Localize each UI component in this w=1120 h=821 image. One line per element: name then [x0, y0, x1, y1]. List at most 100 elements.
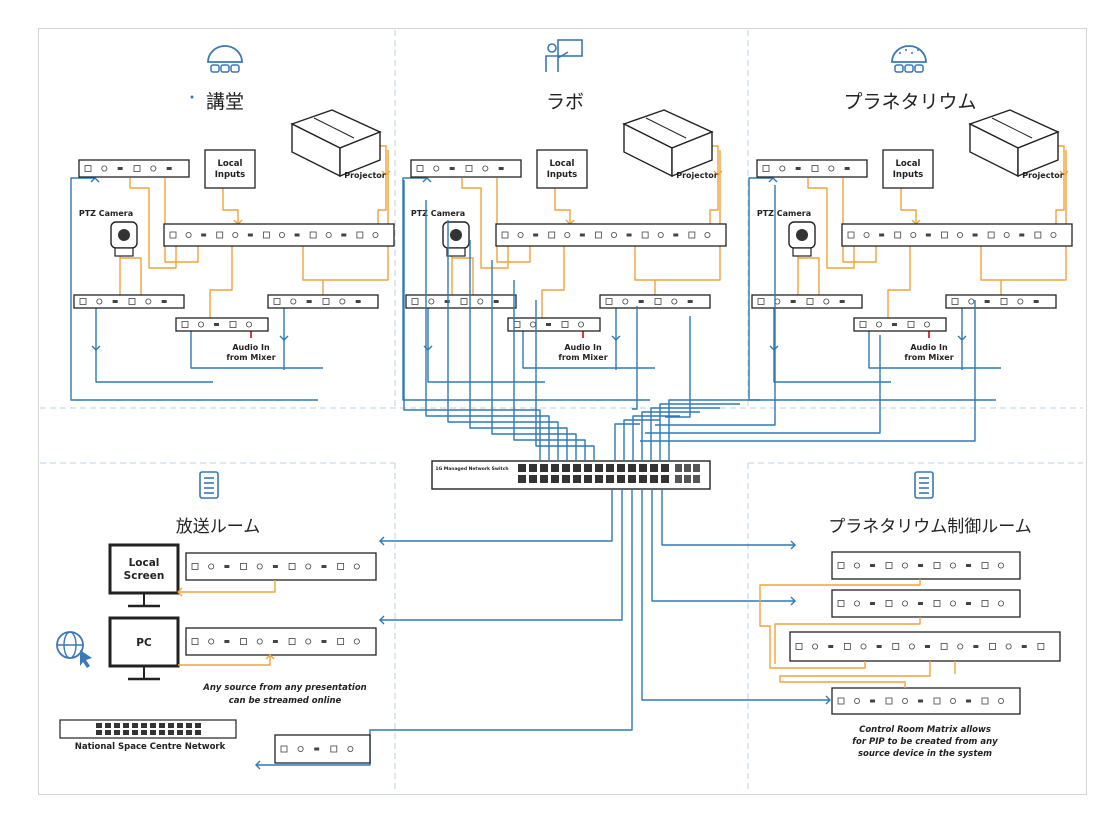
audio-encoder-lab-body	[507, 317, 601, 332]
connector	[611, 231, 618, 238]
connector	[823, 298, 830, 305]
audio-wire	[541, 245, 565, 320]
trunk-wire	[665, 316, 691, 418]
projector-wire	[709, 145, 719, 224]
projector-label-auditorium: Projector	[344, 171, 386, 180]
trunk-wire-left	[513, 280, 586, 461]
camera-wire	[452, 257, 474, 296]
av-switcher-auditorium	[163, 223, 395, 247]
video-wire	[222, 185, 239, 224]
indicator	[687, 300, 693, 303]
arrow-head	[825, 695, 831, 705]
connector	[208, 563, 215, 570]
local-screen-monitor-screen	[108, 543, 180, 595]
nsc-network-switch	[59, 719, 237, 739]
connector	[197, 321, 204, 328]
port	[1037, 643, 1045, 650]
arrow-head	[790, 540, 796, 550]
switch-port	[617, 464, 625, 472]
local-inputs-planetarium-box	[882, 149, 934, 189]
switch-port	[96, 730, 102, 735]
port	[762, 165, 770, 172]
port	[240, 638, 247, 645]
connector	[278, 231, 285, 238]
indicator	[546, 323, 551, 326]
connector	[924, 321, 931, 328]
control-decoder-1-body	[831, 551, 1021, 580]
audio-wire	[887, 245, 911, 320]
port	[1000, 298, 1008, 305]
room-title-lab: ラボ	[546, 91, 584, 113]
indicator	[892, 323, 897, 326]
indicator	[879, 233, 885, 237]
switch-port	[540, 475, 548, 483]
nsc-switch-body	[59, 719, 237, 739]
switch-sfp-port	[693, 475, 700, 483]
arrow-head	[279, 335, 289, 341]
arrow-head	[90, 177, 100, 183]
projector-seam	[313, 117, 355, 139]
av-switcher-lab	[495, 223, 727, 247]
indicator	[638, 300, 644, 303]
connector	[1017, 298, 1024, 305]
indicator	[117, 167, 123, 170]
port	[411, 298, 419, 305]
port	[688, 231, 696, 239]
camera-base	[446, 247, 466, 257]
indicator	[314, 747, 320, 751]
port	[595, 231, 602, 239]
port	[907, 321, 915, 328]
port	[465, 165, 473, 172]
network-wire	[522, 330, 655, 369]
camera-base	[114, 247, 134, 257]
star	[905, 49, 907, 51]
audio-encoder-planetarium	[853, 317, 947, 332]
feed-wire	[380, 489, 613, 542]
feed-wire	[256, 489, 633, 766]
connector	[96, 298, 103, 305]
connector	[950, 698, 957, 705]
connector	[860, 643, 867, 650]
indicator	[984, 300, 990, 303]
trunk-wire-right	[650, 407, 720, 461]
video-wire	[164, 178, 199, 263]
indicator	[224, 640, 230, 643]
connector	[863, 231, 870, 238]
switch-sfp-port	[693, 464, 700, 472]
switch-port	[617, 475, 625, 483]
switch-port	[159, 723, 165, 728]
connector	[256, 638, 263, 645]
connector	[101, 165, 108, 172]
indicator	[272, 565, 278, 568]
star	[917, 49, 919, 51]
trunk-wire-right	[623, 419, 660, 461]
connector	[812, 643, 819, 650]
port	[933, 600, 941, 607]
connector	[950, 562, 957, 569]
port	[795, 643, 803, 650]
switch-port	[573, 464, 581, 472]
dome-seat	[914, 64, 924, 73]
cursor	[80, 650, 92, 668]
globe-cursor-icon	[56, 631, 92, 668]
network-wire	[190, 330, 323, 369]
indicator	[201, 233, 207, 237]
dome-icon	[207, 45, 243, 73]
port	[288, 638, 296, 645]
ptz-camera-lab	[442, 221, 470, 257]
indicator	[306, 300, 312, 303]
connector	[998, 562, 1005, 569]
switch-port	[650, 464, 658, 472]
projector-front	[339, 130, 381, 178]
streaming-encoder-2-body	[185, 627, 377, 656]
switch-port	[195, 730, 201, 735]
switch-port	[529, 475, 537, 483]
connector	[854, 600, 861, 607]
switch-port	[177, 723, 183, 728]
connector	[908, 643, 915, 650]
ptz-camera-label-lab: PTZ Camera	[411, 209, 465, 218]
